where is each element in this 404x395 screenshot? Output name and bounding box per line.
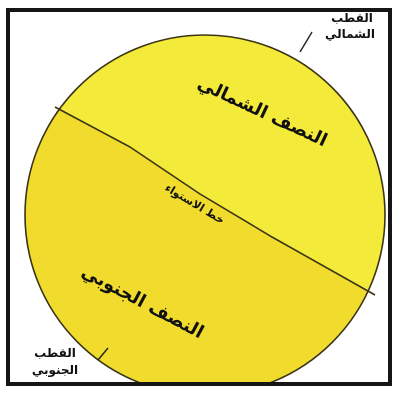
north-pole-label-line2: الشمالي [325, 27, 375, 41]
north-pole-pointer [300, 32, 312, 52]
south-pole-label-line2: الجنوبي [32, 363, 78, 378]
diagram-frame: القطب الشمالي النصف الشمالي خط الاستواء … [6, 8, 392, 386]
north-pole-label-line1: القطب [331, 12, 373, 25]
south-pole-label-line1: القطب [34, 346, 76, 360]
globe-diagram: القطب الشمالي النصف الشمالي خط الاستواء … [10, 12, 388, 382]
